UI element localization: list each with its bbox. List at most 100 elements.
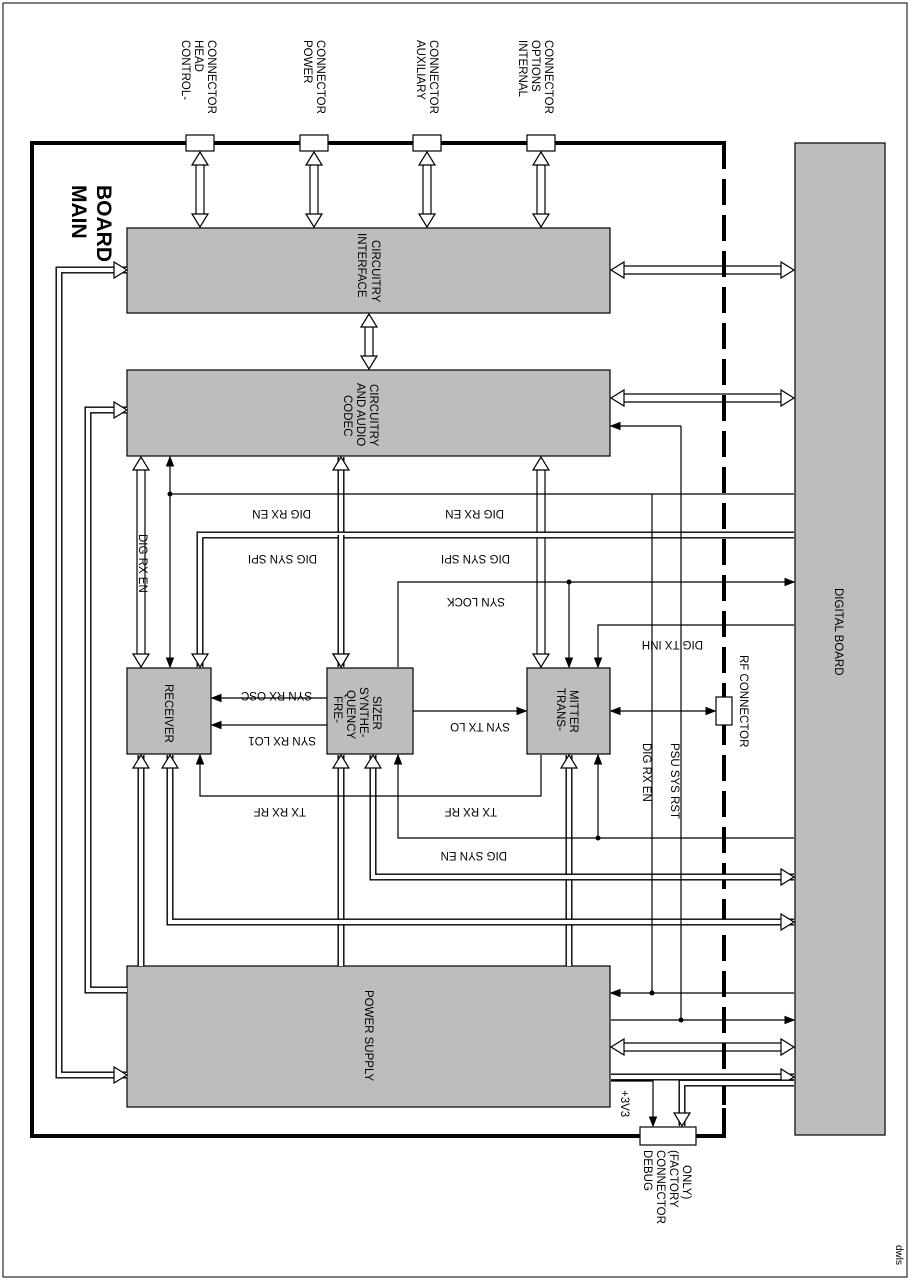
bus-codec-digital-head-right — [780, 388, 796, 408]
debug-connector-label-4: ONLY) — [680, 1165, 692, 1199]
bus-codec-digital-head-left — [609, 388, 625, 408]
power-connector-label: POWER — [301, 40, 313, 83]
sig-dig-tx-inh — [597, 624, 794, 667]
debug-connector-label: DEBUG — [641, 1150, 653, 1191]
sig-tx-rf-connector-head — [705, 706, 717, 716]
codec-label: CODEC — [341, 395, 353, 437]
link-digital-debug-head-end — [672, 1112, 692, 1128]
link-codec-synth-head-start — [331, 455, 351, 471]
main-board-boundary — [30, 141, 726, 1138]
bus-power-connector-head-bottom — [304, 213, 324, 229]
bus-interface-codec-head-bottom — [359, 355, 379, 371]
frequency-synthesizer-block — [326, 667, 414, 755]
link-codec-power-head-start — [113, 400, 129, 420]
sig-dig-rx-en-codec-head — [165, 455, 175, 467]
interface-label: INTERFACE — [355, 233, 367, 298]
control-head-connector-label-3: CONNECTOR — [205, 40, 217, 114]
auxiliary-connector-label-2: CONNECTOR — [427, 40, 439, 114]
transmitter-label-2: MITTER — [567, 690, 579, 733]
sig-dig-rx-en-head — [165, 657, 175, 669]
link-dig-syn-spi-synth-head-end — [331, 653, 351, 669]
interface-label-2: CIRCUITRY — [369, 240, 381, 303]
power-supply-label: POWER SUPPLY — [362, 990, 374, 1081]
label-syn-rx-lo1: SYN RX LO1 — [248, 734, 316, 746]
synth-label-1: FRE- — [331, 696, 343, 723]
control-head-connector-label-2: HEAD — [192, 40, 204, 72]
link-synth-digital-head-end — [780, 867, 796, 887]
footer-code: dwls — [893, 1245, 904, 1265]
label-dig-syn-spi-left: DIG SYN SPI — [248, 552, 317, 564]
label-syn-rx-osc: SYN RX OSC — [241, 689, 312, 701]
label-syn-lock: SYN LOCK — [447, 595, 505, 607]
sig-syn-rx-lo1-head — [210, 720, 222, 730]
bus-auxiliary-head-bottom — [417, 213, 437, 229]
bus-control-head-head-bottom — [190, 213, 210, 229]
power-connector-label-2: CONNECTOR — [314, 40, 326, 114]
sig-psu-sys-rst-codec-head — [609, 421, 621, 431]
interface-circuitry-block — [126, 227, 611, 314]
bus-codec-receiver-head-top — [131, 455, 151, 471]
bus-codec-transmitter-head-bottom — [531, 653, 551, 669]
link-interface-power-loop — [55, 266, 127, 1079]
main-board-label: MAIN — [67, 185, 90, 239]
sig-tx-rf-connector-head-start — [609, 706, 621, 716]
label-dig-tx-inh: DIG TX INH — [642, 638, 703, 650]
bus-power-digital-head-right — [780, 1037, 796, 1057]
label-dig-rx-en-tx-column: DIG RX EN — [640, 743, 652, 802]
internal-options-connector — [526, 134, 556, 152]
transmitter-block — [526, 667, 611, 755]
bus-interface-digital-head-right — [780, 260, 796, 280]
link-receiver-power-head-start — [131, 753, 151, 769]
bus-codec-receiver-head-bottom — [131, 653, 151, 669]
debug-connector — [639, 1126, 697, 1146]
bus-internal-options-head-top — [531, 150, 551, 166]
bus-power-connector-head-top — [304, 150, 324, 166]
sig-syn-lock-tx-head — [564, 657, 574, 669]
link-synth-digital-head-start — [363, 753, 383, 769]
digital-board-label: DIGITAL BOARD — [832, 588, 844, 676]
sig-tx-rx-rf — [199, 755, 542, 797]
auxiliary-connector — [412, 134, 442, 152]
bus-codec-transmitter-head-top — [531, 455, 551, 471]
sig-dig-tx-inh-head — [593, 657, 603, 669]
sig-dig-rx-en-power-head — [609, 988, 621, 998]
bus-interface-digital-head-left — [609, 260, 625, 280]
bus-control-head-head-top — [190, 150, 210, 166]
link-interface-power-loop-head-end — [113, 1065, 129, 1085]
sig-plus-3v3 — [611, 1080, 654, 1126]
digital-board — [794, 142, 886, 1136]
sig-dig-syn-en — [397, 755, 794, 839]
bus-auxiliary-head-top — [417, 150, 437, 166]
power-supply-block — [126, 965, 611, 1108]
link-codec-power — [84, 406, 127, 994]
label-dig-syn-spi-right: DIG SYN SPI — [441, 552, 510, 564]
junction-dig-rx-en-power — [649, 990, 655, 996]
main-board-label-2: BOARD — [92, 185, 115, 262]
label-dig-rx-en-vertical: DIG RX EN — [136, 534, 148, 593]
link-interface-power-loop-head-start — [113, 260, 129, 280]
link-codec-power-inner — [85, 407, 127, 993]
transmitter-label: TRANS- — [554, 688, 566, 731]
link-digital-debug-inner — [679, 1080, 794, 1126]
sig-dig-syn-en-tx-head — [593, 753, 603, 765]
codec-label-2: AND AUDIO — [354, 383, 366, 446]
link-receiver-digital-head-start — [160, 753, 180, 769]
double-line-links — [55, 260, 796, 1128]
sig-psu-sys-rst-digital-head — [784, 1015, 796, 1025]
rf-connector — [715, 696, 733, 726]
link-interface-power-loop-inner — [56, 267, 127, 1078]
control-head-connector-label: CONTROL- — [179, 40, 191, 100]
codec-audio-block — [126, 369, 611, 457]
sig-syn-lock-head — [784, 577, 796, 587]
sig-syn-lock — [397, 581, 794, 667]
bus-internal-options-head-bottom — [531, 213, 551, 229]
link-receiver-digital-inner — [167, 755, 794, 925]
label-plus-3v3: +3V3 — [618, 1090, 630, 1117]
label-dig-rx-en-left: DIG RX EN — [252, 507, 311, 519]
label-tx-rx-rf-left: TX RX RF — [254, 805, 306, 817]
bus-interface-codec-head-top — [359, 312, 379, 328]
label-dig-syn-en: DIG SYN EN — [441, 849, 507, 861]
label-syn-tx-lo: SYN TX LO — [450, 720, 510, 732]
power-connector — [299, 134, 329, 152]
